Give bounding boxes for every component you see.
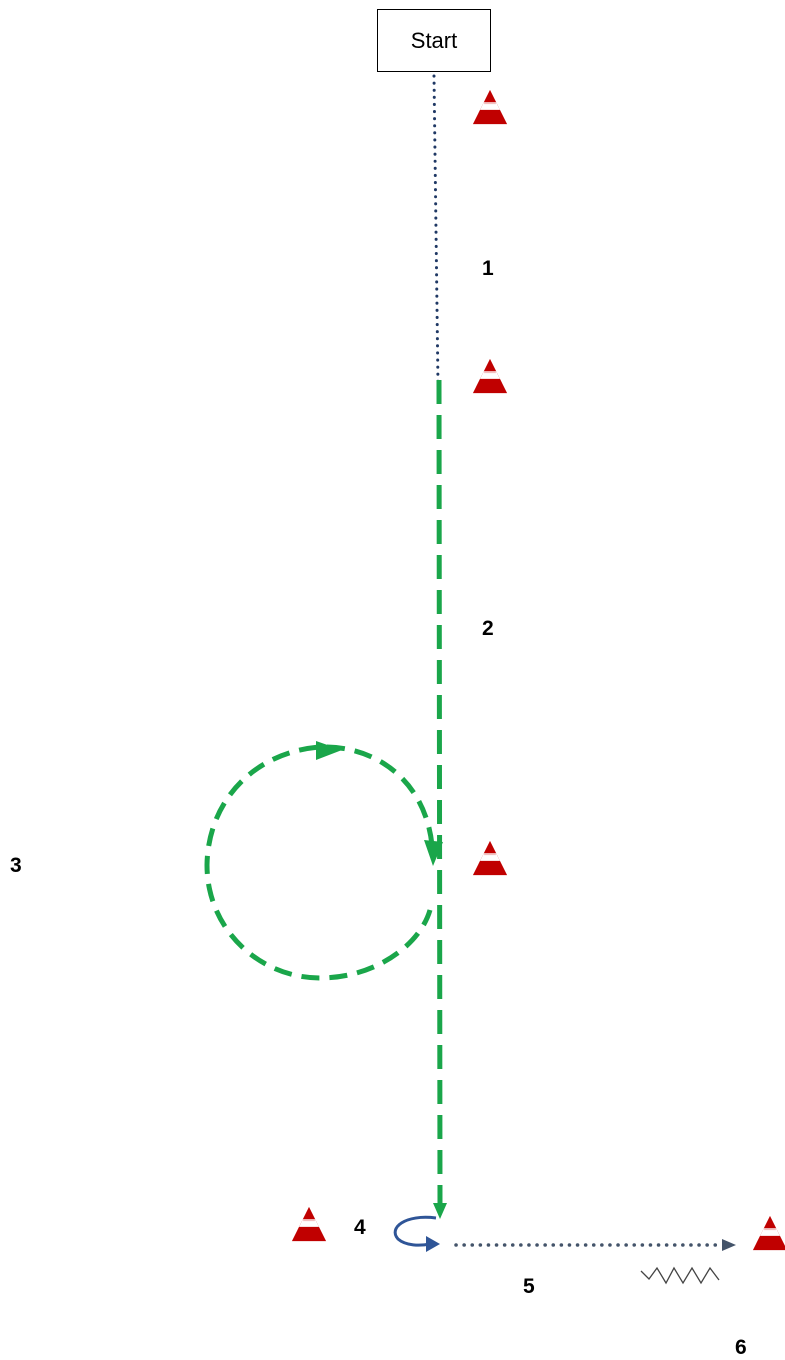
turn-arrow-icon — [393, 1215, 437, 1247]
step-label-4: 4 — [354, 1216, 366, 1239]
step-label-6: 6 — [735, 1336, 747, 1359]
start-label: Start — [410, 27, 458, 53]
cone-icon — [472, 89, 508, 125]
cone-icon — [291, 1206, 327, 1242]
path-segment-2 — [436, 379, 443, 1209]
step-label-2: 2 — [482, 617, 494, 640]
loop-arrowhead-side — [424, 840, 443, 866]
path-segment-5-arrowhead — [722, 1239, 736, 1251]
cone-icon — [472, 358, 508, 394]
step-label-1: 1 — [482, 257, 494, 280]
start-box: Start — [377, 9, 491, 72]
step-label-5: 5 — [523, 1275, 535, 1298]
path-segment-2-arrowhead — [433, 1203, 447, 1219]
path-segment-1 — [432, 74, 440, 386]
cone-icon — [472, 840, 508, 876]
loop-arrowhead-top — [316, 741, 342, 760]
cone-icon — [752, 1215, 785, 1251]
loop-circle — [204, 744, 435, 981]
zigzag-icon — [640, 1266, 720, 1285]
step-label-3: 3 — [10, 854, 22, 877]
turn-arrowhead — [426, 1236, 440, 1252]
